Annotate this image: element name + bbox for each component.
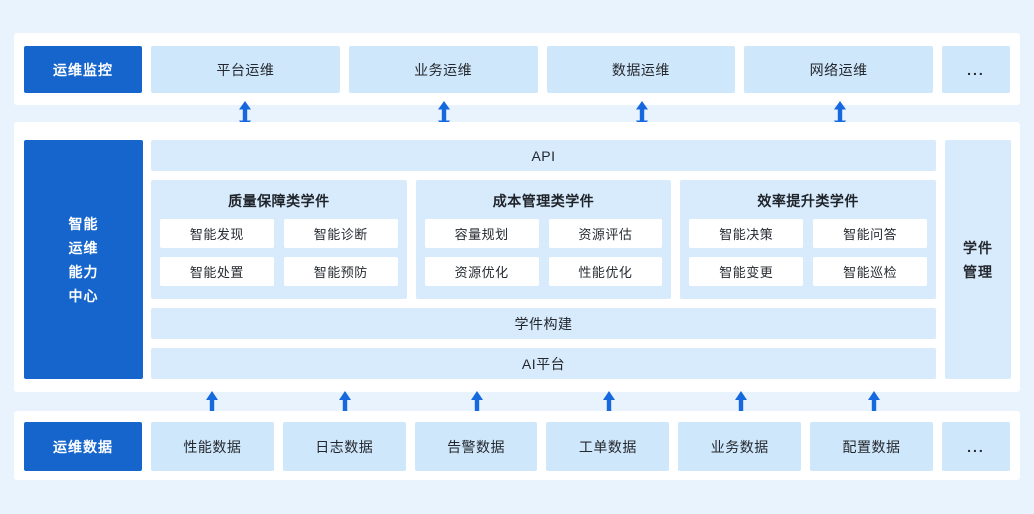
learnware-management-box: 学件 管理: [945, 140, 1011, 379]
monitoring-item-data-ops: 数据运维: [546, 46, 736, 93]
capability-cell-smart-prevention: 智能预防: [283, 257, 398, 286]
monitoring-layer-label: 运维监控: [24, 46, 142, 93]
capability-cell-performance-optimization: 性能优化: [548, 257, 663, 286]
learnware-build-bar: 学件构建: [151, 308, 936, 339]
capability-cell-smart-qa: 智能问答: [813, 219, 928, 248]
learnware-groups-row: 质量保障类学件 智能发现 智能诊断 智能处置 智能预防 成本管理类学件 容量规划…: [151, 180, 937, 299]
data-item-log: 日志数据: [282, 422, 406, 471]
data-layer-panel: 运维数据 性能数据 日志数据 告警数据 工单数据 业务数据 配置数据 ...: [14, 411, 1020, 480]
up-arrow-icon: [205, 391, 219, 418]
monitoring-item-network-ops: 网络运维: [744, 46, 933, 93]
api-bar: API: [151, 140, 936, 171]
capability-cell-smart-change: 智能变更: [689, 257, 804, 286]
capability-center-label: 智能 运维 能力 中心: [24, 140, 143, 379]
learnware-management-line: 学件: [963, 239, 993, 256]
up-arrow-icon: [470, 391, 484, 418]
monitoring-item-platform-ops: 平台运维: [151, 46, 340, 93]
group-title: 效率提升类学件: [757, 193, 859, 209]
monitoring-item-business-ops: 业务运维: [348, 46, 538, 93]
capability-center-panel: 智能 运维 能力 中心 API 质量保障类学件 智能发现 智能诊断 智能处置 智…: [14, 122, 1020, 392]
capability-cell-capacity-planning: 容量规划: [424, 219, 539, 248]
up-arrow-icon: [734, 391, 748, 418]
group-grid: 智能发现 智能诊断 智能处置 智能预防: [160, 219, 398, 286]
group-title: 质量保障类学件: [228, 193, 330, 209]
up-arrow-icon: [602, 391, 616, 418]
capability-cell-resource-evaluation: 资源评估: [548, 219, 663, 248]
capability-center-label-line: 智能: [68, 215, 99, 232]
group-quality-assurance: 质量保障类学件 智能发现 智能诊断 智能处置 智能预防: [151, 180, 407, 299]
capability-cell-smart-inspection: 智能巡检: [813, 257, 928, 286]
capability-center-label-line: 运维: [68, 239, 99, 256]
data-more-indicator: ...: [941, 422, 1010, 471]
group-grid: 容量规划 资源评估 资源优化 性能优化: [424, 219, 663, 286]
group-grid: 智能决策 智能问答 智能变更 智能巡检: [689, 219, 928, 286]
data-item-ticket: 工单数据: [546, 422, 670, 471]
capability-cell-smart-decision: 智能决策: [689, 219, 804, 248]
monitoring-layer-panel: 运维监控 平台运维 业务运维 数据运维 网络运维 ...: [14, 33, 1020, 105]
data-item-performance: 性能数据: [151, 422, 274, 471]
monitoring-more-indicator: ...: [942, 46, 1010, 93]
capability-cell-resource-optimization: 资源优化: [424, 257, 539, 286]
capability-center-content: API 质量保障类学件 智能发现 智能诊断 智能处置 智能预防 成本管理类学件 …: [151, 140, 937, 379]
capability-cell-smart-diagnosis: 智能诊断: [283, 219, 398, 248]
capability-center-label-line: 能力: [68, 263, 99, 280]
data-item-alert: 告警数据: [414, 422, 538, 471]
capability-cell-smart-handling: 智能处置: [160, 257, 274, 286]
group-efficiency-improvement: 效率提升类学件 智能决策 智能问答 智能变更 智能巡检: [680, 180, 937, 299]
group-cost-management: 成本管理类学件 容量规划 资源评估 资源优化 性能优化: [415, 180, 672, 299]
capability-cell-smart-discovery: 智能发现: [160, 219, 274, 248]
data-item-business: 业务数据: [678, 422, 802, 471]
capability-center-label-line: 中心: [68, 287, 99, 304]
data-layer-label: 运维数据: [24, 422, 142, 471]
up-arrow-icon: [867, 391, 881, 418]
ai-platform-bar: AI平台: [151, 348, 936, 379]
learnware-management-line: 管理: [963, 263, 993, 280]
up-arrow-icon: [338, 391, 352, 418]
group-title: 成本管理类学件: [492, 193, 595, 209]
data-item-config: 配置数据: [810, 422, 933, 471]
